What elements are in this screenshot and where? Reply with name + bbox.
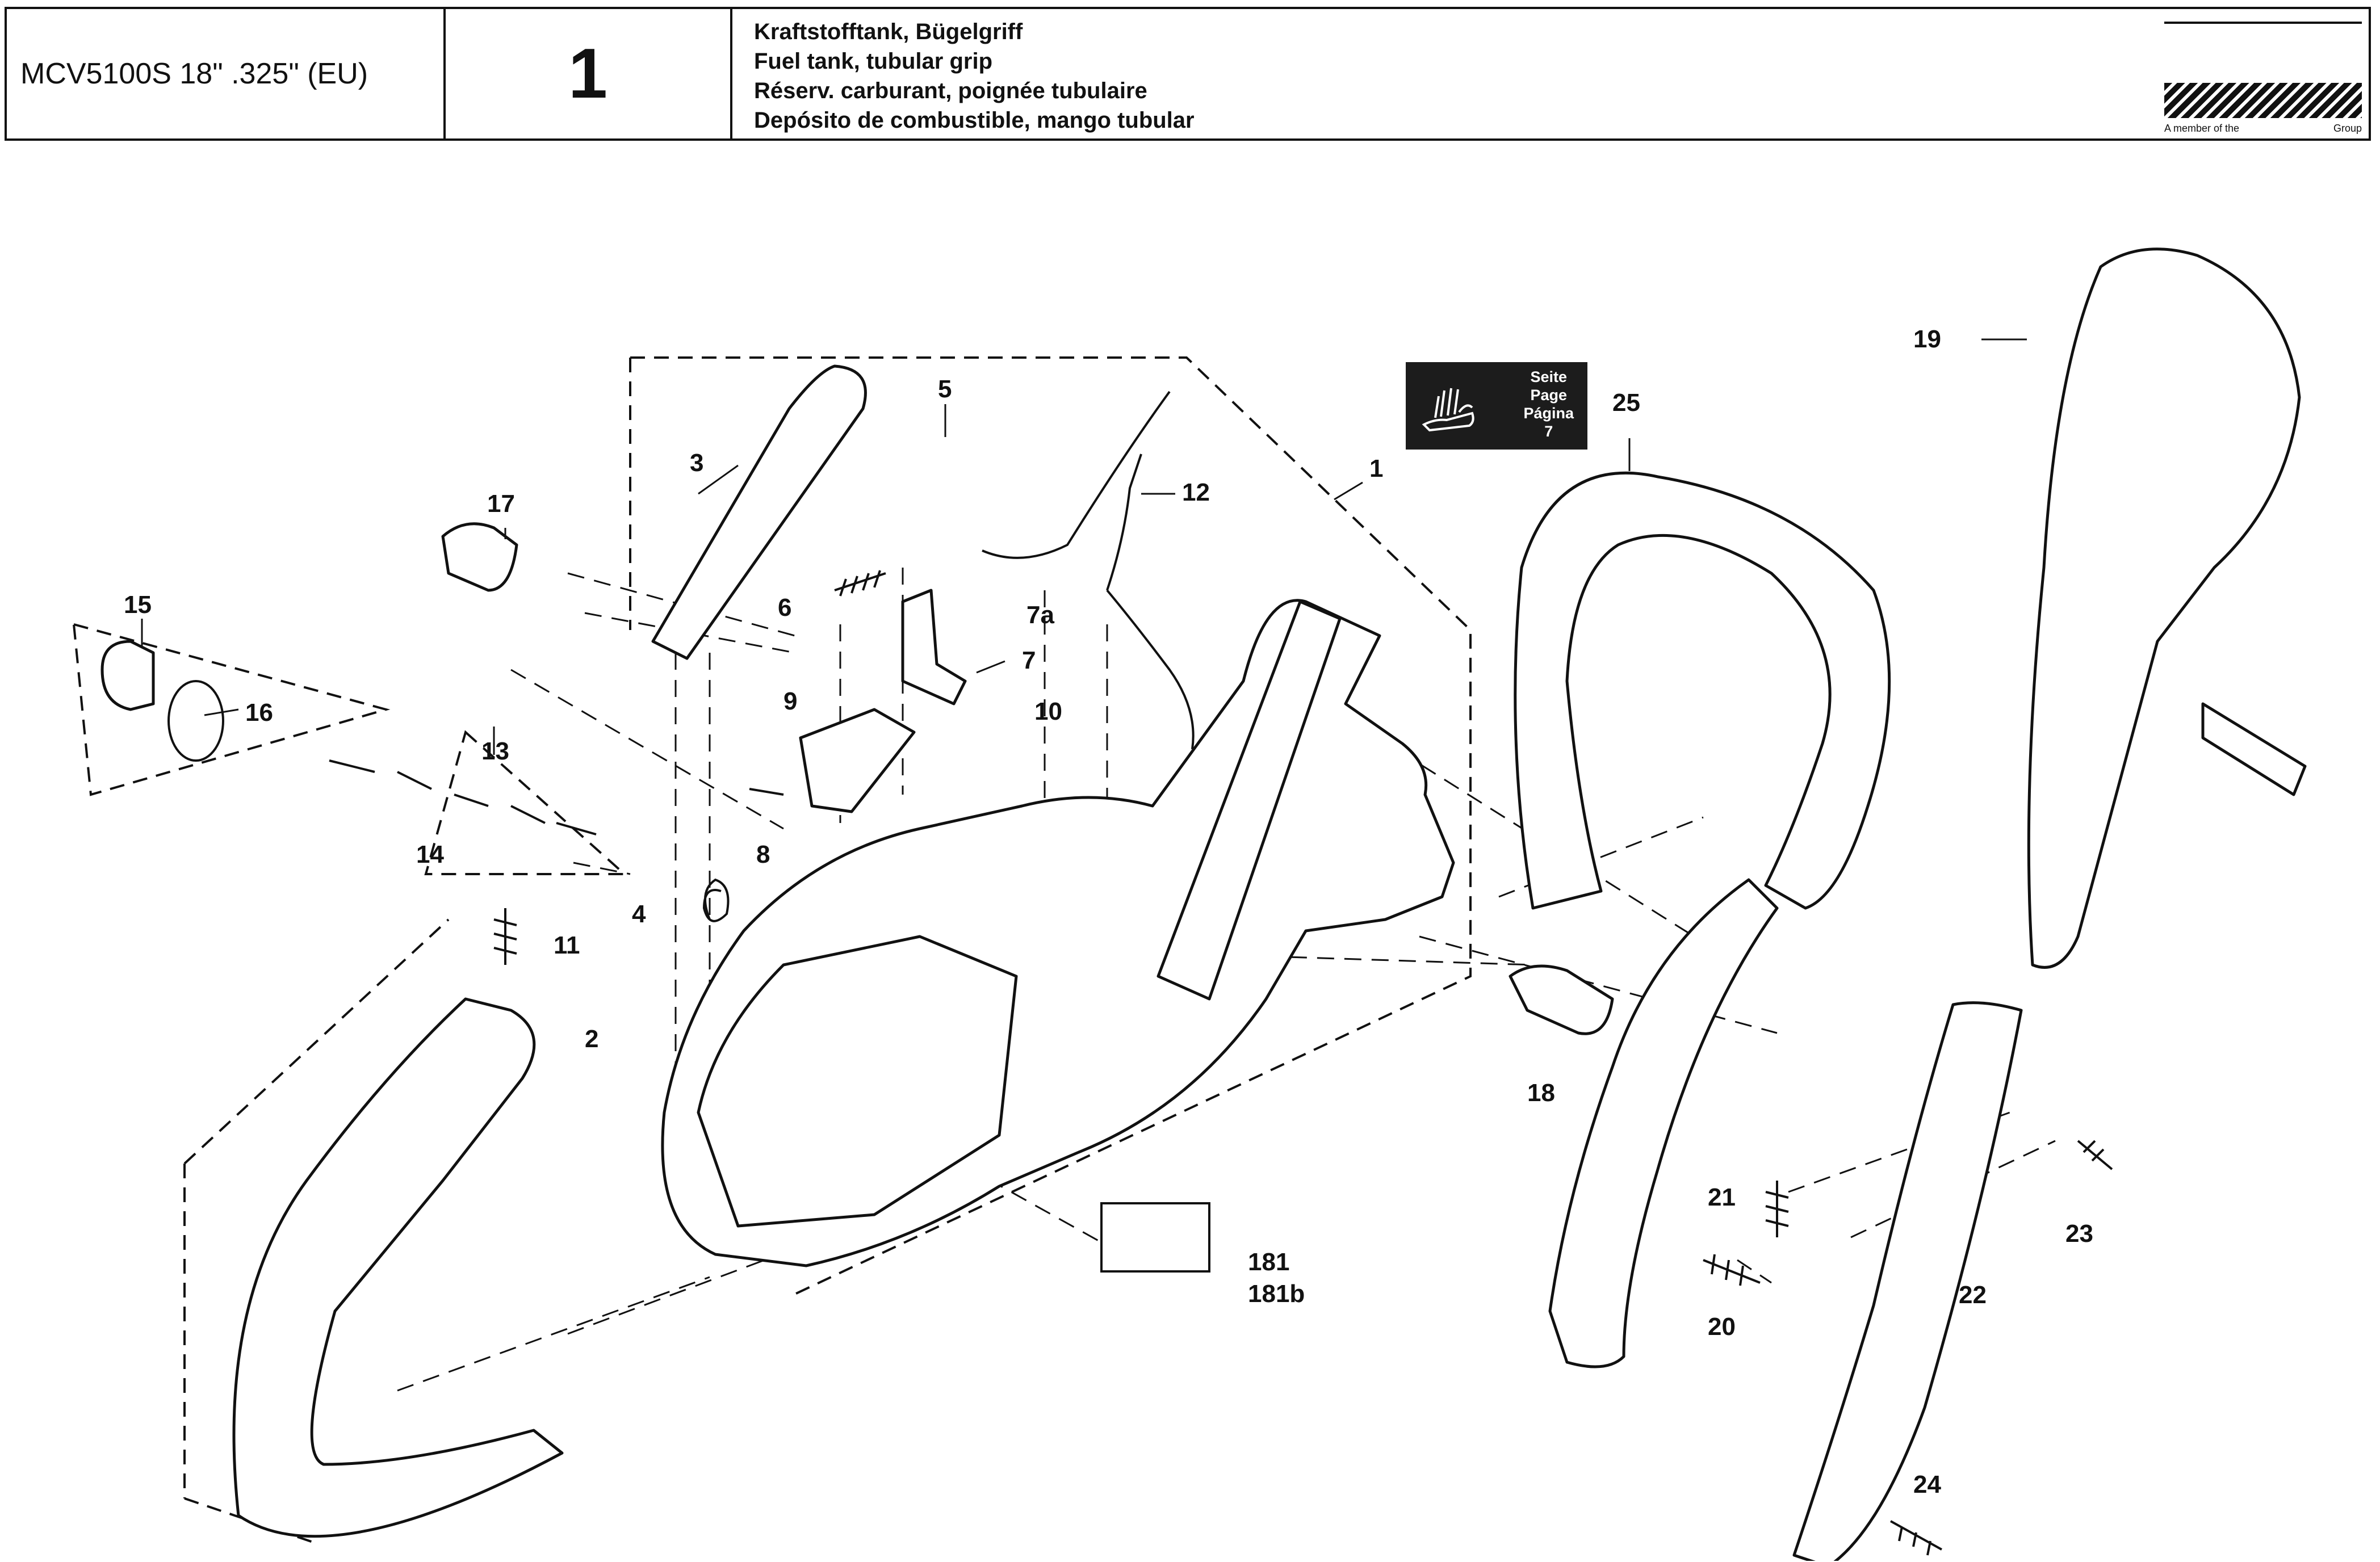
callout-19: 19 — [1913, 325, 1941, 353]
title-es: Depósito de combustible, mango tubular — [754, 108, 1195, 133]
callout-5: 5 — [938, 375, 952, 403]
part-8-pin — [749, 788, 784, 796]
brand-rule — [2164, 22, 2362, 24]
callout-12: 12 — [1182, 478, 1210, 506]
callout-leaders — [141, 338, 2027, 755]
brand-logo: A member of the Group — [2164, 16, 2362, 135]
callout-11: 11 — [554, 931, 580, 959]
callout-17: 17 — [487, 490, 515, 518]
callout-15: 15 — [124, 591, 152, 619]
part-7a-wire — [982, 390, 1171, 559]
model-name: MCV5100S 18" .325" (EU) — [20, 57, 368, 90]
part-7-lever — [901, 589, 967, 706]
page-number-cell: 1 — [446, 9, 732, 138]
callout-2: 2 — [585, 1025, 598, 1053]
title-fr: Réserv. carburant, poignée tubulaire — [754, 78, 1147, 103]
page-number: 1 — [568, 35, 607, 113]
part-12-cable — [1106, 454, 1195, 750]
brand-group-text: Group — [2333, 123, 2362, 134]
callout-7: 7 — [1022, 646, 1036, 674]
part-drawings — [100, 247, 2307, 1561]
callout-10: 10 — [1034, 698, 1062, 725]
page-reference-line: Page — [1530, 387, 1567, 404]
exploded-parts-diagram: 1 2 3 4 5 6 7 7a 8 9 10 11 12 13 14 15 1… — [72, 247, 2307, 1561]
brand-member-text: A member of the — [2164, 123, 2240, 134]
header-table: MCV5100S 18" .325" (EU) 1 Kraftstofftank… — [5, 7, 2371, 141]
title-en: Fuel tank, tubular grip — [754, 49, 993, 74]
part-18-anti-vibration-element — [1509, 964, 1614, 1035]
callout-181: 181 — [1248, 1248, 1289, 1276]
callout-181b: 181b — [1248, 1280, 1305, 1308]
title-de: Kraftstofftank, Bügelgriff — [754, 19, 1023, 44]
part-19-handle-bracket — [2201, 702, 2307, 796]
part-25-tubular-handle-tube — [1548, 878, 1779, 1368]
part-9-cover — [799, 708, 916, 813]
part-17-anti-vibration-element — [441, 522, 518, 592]
part-2-front-grip-cover — [232, 997, 564, 1538]
part-181-label-sticker — [1100, 1202, 1210, 1273]
titles-cell: Kraftstofftank, Bügelgriff Fuel tank, tu… — [732, 9, 2115, 138]
part-23-screw — [2077, 1140, 2113, 1170]
callout-4: 4 — [632, 900, 646, 928]
callout-labels: 1 2 3 4 5 6 7 7a 8 9 10 11 12 13 14 15 1… — [124, 325, 2093, 1498]
callout-20: 20 — [1708, 1313, 1736, 1341]
part-25-tubular-handle-loop — [1514, 471, 1891, 910]
part-20-screw — [1703, 1254, 1761, 1286]
assembly-dashed-outlines — [72, 356, 1472, 1545]
callout-24: 24 — [1913, 1471, 1941, 1498]
model-cell: MCV5100S 18" .325" (EU) — [7, 9, 446, 138]
part-15-fuel-cap — [100, 640, 155, 711]
part-6-spring — [834, 570, 886, 597]
callout-18: 18 — [1527, 1079, 1555, 1107]
part-4-spring — [702, 878, 730, 922]
callout-3: 3 — [690, 449, 703, 477]
part-16-o-ring — [167, 680, 224, 762]
page-reference-line: Página — [1523, 405, 1574, 422]
callout-1: 1 — [1369, 455, 1383, 482]
part-11-screw — [493, 908, 517, 965]
chassis-rib — [1157, 600, 1342, 1001]
page-reference-line: 7 — [1544, 423, 1553, 440]
part-21-screw — [1765, 1181, 1789, 1237]
callout-14: 14 — [416, 841, 444, 868]
callout-7a: 7a — [1026, 601, 1054, 629]
page-reference-text: Seite Page Página 7 — [1523, 368, 1574, 440]
part-24-screw — [1890, 1520, 1942, 1556]
callout-9: 9 — [783, 687, 797, 715]
part-22-handle-guard — [1792, 1001, 2023, 1561]
brand-stripes-icon — [2164, 83, 2362, 118]
callout-8: 8 — [756, 841, 770, 868]
part-13-valve-assembly — [329, 759, 597, 835]
chainsaw-reference-icon — [1422, 388, 1474, 432]
callout-22: 22 — [1959, 1281, 1987, 1309]
callout-13: 13 — [481, 737, 509, 765]
part-3-handle-cover — [651, 364, 867, 660]
page-reference-line: Seite — [1530, 368, 1567, 385]
part-19-handle-bar — [2027, 247, 2301, 969]
callout-16: 16 — [245, 699, 273, 727]
callout-23: 23 — [2065, 1220, 2093, 1248]
small-parts — [167, 390, 2113, 1556]
callout-21: 21 — [1708, 1183, 1736, 1211]
chassis-tank-front — [697, 935, 1018, 1228]
callout-25: 25 — [1612, 389, 1640, 417]
callout-6: 6 — [778, 594, 791, 622]
page-reference-box: Seite Page Página 7 — [1406, 362, 1587, 450]
